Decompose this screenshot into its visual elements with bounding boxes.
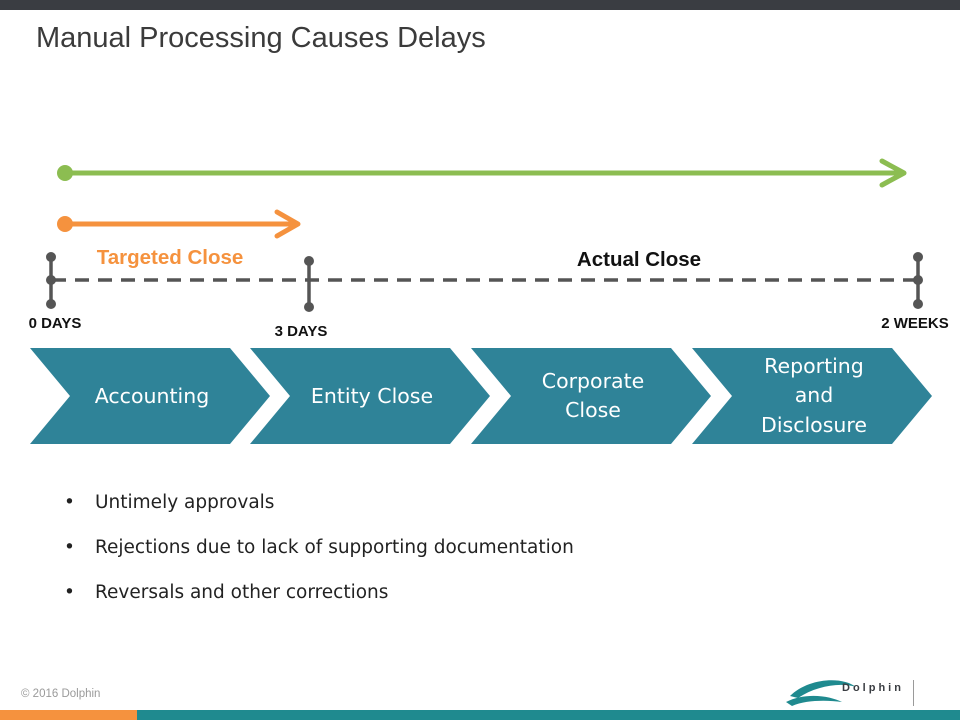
footer-accent-teal <box>137 710 960 720</box>
tick-label-3-days: 3 DAYS <box>275 323 328 340</box>
chevron-entity-close <box>250 348 490 444</box>
process-timeline-diagram: Targeted Close Actual Close 0 DAYS 3 DAY… <box>29 158 949 444</box>
bullet-item: • Untimely approvals <box>64 488 574 533</box>
chevron-reporting-disclosure <box>692 348 932 444</box>
bullet-item: • Reversals and other corrections <box>64 578 574 623</box>
bullet-text: Untimely approvals <box>95 492 275 513</box>
logo-text: Dolphin <box>842 682 904 694</box>
step-label-accounting: Accounting <box>95 384 209 408</box>
footer-accent-orange <box>0 710 137 720</box>
tick-2-weeks <box>913 252 923 309</box>
page-title: Manual Processing Causes Delays <box>36 22 486 54</box>
tick-label-0-days: 0 DAYS <box>29 315 82 332</box>
step-label-reporting-line1: Reporting <box>764 354 864 378</box>
chevron-corporate-close <box>471 348 711 444</box>
chevron-accounting <box>30 348 270 444</box>
top-bar <box>0 0 960 10</box>
logo-divider <box>913 680 914 706</box>
actual-close-arrow <box>57 158 907 188</box>
step-label-entity-close: Entity Close <box>311 384 433 408</box>
bullet-symbol: • <box>64 582 75 603</box>
bullet-text: Reversals and other corrections <box>95 582 389 603</box>
targeted-close-label: Targeted Close <box>97 246 244 269</box>
step-label-corporate-line2: Close <box>565 398 621 422</box>
tick-label-2-weeks: 2 WEEKS <box>881 315 949 332</box>
step-label-reporting-line2: and <box>795 383 834 407</box>
actual-close-label: Actual Close <box>577 248 701 271</box>
bullet-text: Rejections due to lack of supporting doc… <box>95 537 574 558</box>
step-label-reporting-line3: Disclosure <box>761 413 867 437</box>
dolphin-logo-icon <box>786 680 856 706</box>
targeted-close-arrow <box>57 209 301 239</box>
tick-3-days <box>304 256 314 312</box>
step-label-corporate-line1: Corporate <box>542 369 644 393</box>
bullet-symbol: • <box>64 537 75 558</box>
bullet-item: • Rejections due to lack of supporting d… <box>64 533 574 578</box>
bullet-symbol: • <box>64 492 75 513</box>
tick-0-days <box>46 252 56 309</box>
copyright-text: © 2016 Dolphin <box>21 688 101 700</box>
bullet-list: • Untimely approvals • Rejections due to… <box>64 488 574 623</box>
